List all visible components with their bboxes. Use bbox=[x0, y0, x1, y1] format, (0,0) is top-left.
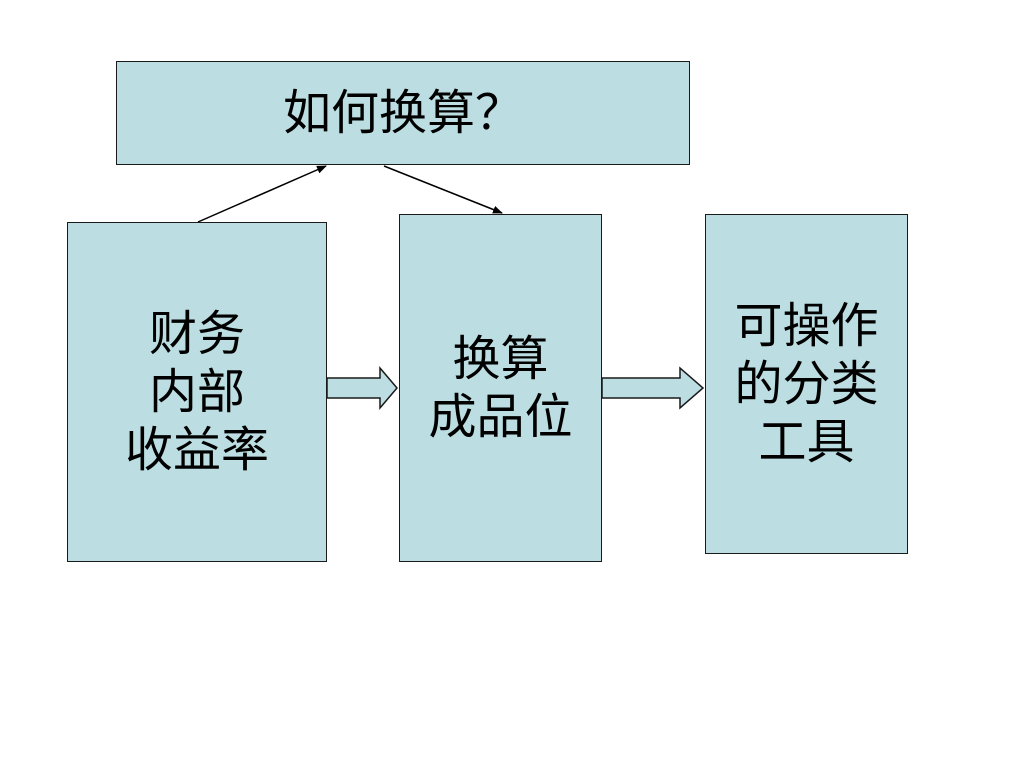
node-label: 财务 内部 收益率 bbox=[124, 306, 269, 478]
block-arrow-left-to-mid bbox=[326, 365, 398, 411]
node-label: 可操作 的分类 工具 bbox=[734, 298, 879, 470]
node-financial-irr: 财务 内部 收益率 bbox=[67, 222, 327, 562]
node-label: 换算 成品位 bbox=[428, 331, 573, 445]
edge-left-to-top bbox=[197, 165, 327, 223]
node-how-to-convert: 如何换算？ bbox=[116, 61, 690, 165]
edge-top-to-mid bbox=[383, 165, 503, 214]
node-convert-to-grade: 换算 成品位 bbox=[399, 214, 602, 562]
node-label: 如何换算？ bbox=[282, 85, 523, 141]
block-arrow-mid-to-right bbox=[601, 366, 705, 410]
node-classification-tool: 可操作 的分类 工具 bbox=[705, 214, 908, 554]
